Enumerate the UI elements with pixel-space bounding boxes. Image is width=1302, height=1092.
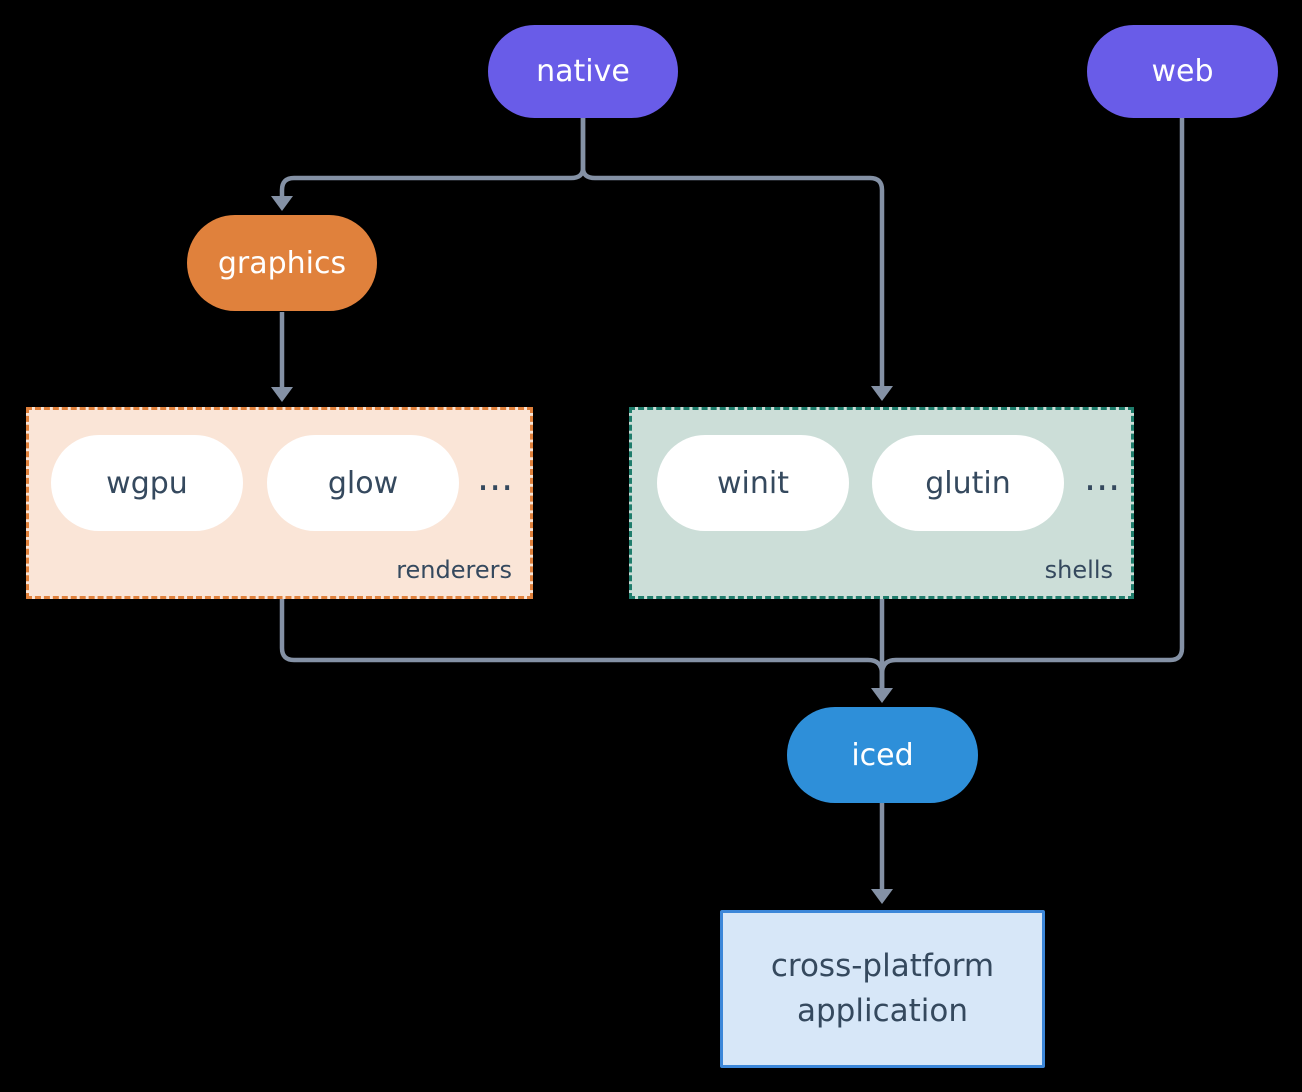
arrowhead-renderers [271,387,293,402]
node-wgpu: wgpu [51,435,243,531]
node-iced-label: iced [851,737,914,773]
node-native-label: native [536,54,630,89]
node-glutin-label: glutin [925,465,1011,501]
node-iced: iced [787,707,978,803]
arrowhead-shells [871,386,893,401]
edge-native-shells [580,118,885,386]
arrowhead-application [871,889,893,904]
node-glutin: glutin [872,435,1064,531]
node-winit-label: winit [717,465,789,501]
arrowhead-graphics [271,196,293,211]
group-shells-label: shells [1044,556,1113,584]
shells-ellipsis: ... [1084,455,1121,499]
node-winit: winit [657,435,849,531]
group-shells: winit glutin ... shells [629,407,1134,599]
node-glow: glow [267,435,459,531]
node-wgpu-label: wgpu [106,465,188,501]
node-graphics: graphics [187,215,377,311]
renderers-ellipsis: ... [477,455,514,499]
node-native: native [488,25,678,118]
node-cross-platform-application: cross-platform application [720,910,1045,1068]
edge-native-graphics [279,118,586,196]
arrowhead-iced [871,688,893,703]
node-web: web [1087,25,1278,118]
edge-renderers-iced [279,599,885,688]
group-renderers-label: renderers [396,556,512,584]
group-renderers: wgpu glow ... renderers [26,407,533,599]
node-web-label: web [1151,54,1214,89]
app-label-line2: application [797,993,968,1029]
node-glow-label: glow [327,465,399,501]
edge-web-iced [879,118,1185,688]
node-graphics-label: graphics [217,245,347,281]
app-label-line1: cross-platform [770,948,995,985]
